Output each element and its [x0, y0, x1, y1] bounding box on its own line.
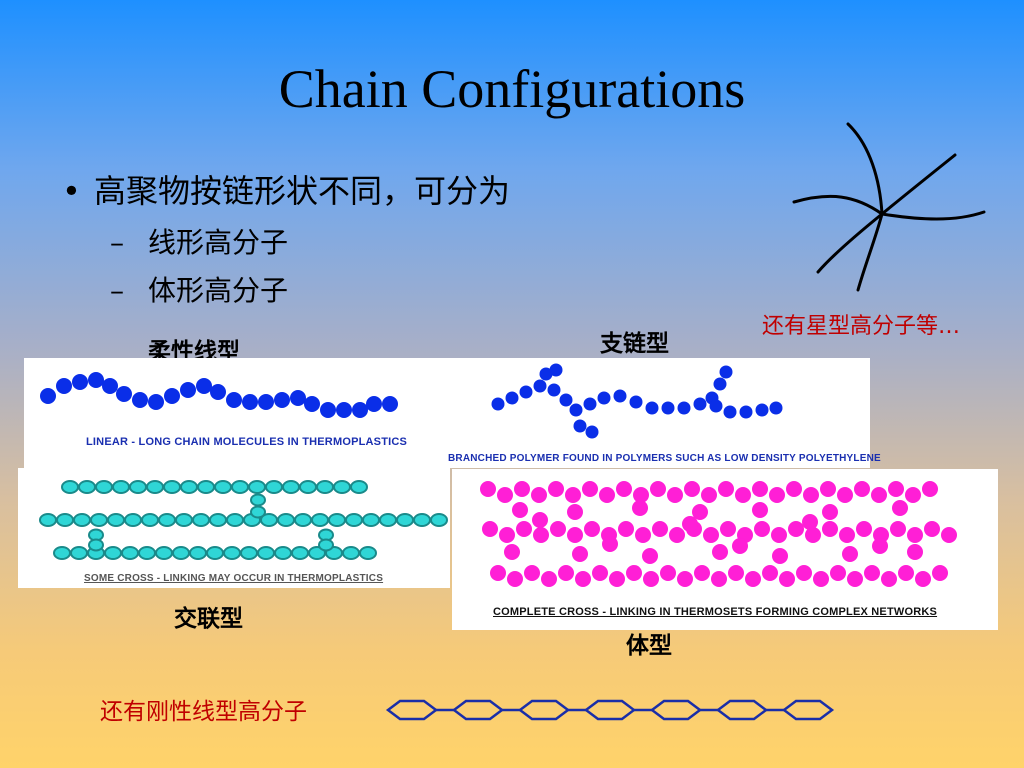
- star-arm: [880, 210, 986, 221]
- caption-branched: BRANCHED POLYMER FOUND IN POLYMERS SUCH …: [448, 453, 881, 464]
- top-diagram-panel: [24, 358, 870, 468]
- rigid-chain-ring: [517, 699, 571, 721]
- slide-title: Chain Configurations: [278, 59, 746, 119]
- label-crosslinked: 交联型: [174, 606, 243, 632]
- rigid-note: 还有刚性线型高分子: [100, 699, 307, 725]
- star-arm: [856, 212, 884, 292]
- star-note: 还有星型高分子等…: [762, 314, 961, 339]
- bullet-dot: •: [62, 172, 81, 210]
- star-arm: [792, 194, 884, 216]
- star-arm: [816, 212, 884, 274]
- star-arm: [880, 153, 957, 216]
- caption-crosslink: SOME CROSS - LINKING MAY OCCUR IN THERMO…: [84, 573, 384, 584]
- label-network: 体型: [626, 633, 672, 659]
- bullet-item: • 高聚物按链形状不同，可分为: [62, 166, 510, 212]
- sub-item-text: 线形高分子: [148, 226, 289, 259]
- bullet-text: 高聚物按链形状不同，可分为: [94, 172, 511, 210]
- rigid-chain-ring: [451, 699, 505, 721]
- label-branched: 支链型: [600, 331, 669, 357]
- rigid-chain-ring: [385, 699, 439, 721]
- sub-item-text: 体形高分子: [148, 274, 289, 307]
- rigid-chain-ring: [649, 699, 703, 721]
- sub-dash: –: [110, 226, 124, 259]
- sub-item-linear: –线形高分子: [110, 221, 288, 261]
- star-arm: [846, 122, 884, 216]
- sub-item-network: –体形高分子: [110, 269, 288, 309]
- caption-linear: LINEAR - LONG CHAIN MOLECULES IN THERMOP…: [86, 436, 408, 448]
- rigid-chain-ring: [781, 699, 835, 721]
- rigid-chain-ring: [583, 699, 637, 721]
- caption-network: COMPLETE CROSS - LINKING IN THERMOSETS F…: [493, 606, 938, 618]
- crosslink-panel: [18, 468, 450, 588]
- rigid-chain-ring: [715, 699, 769, 721]
- sub-dash: –: [110, 274, 124, 307]
